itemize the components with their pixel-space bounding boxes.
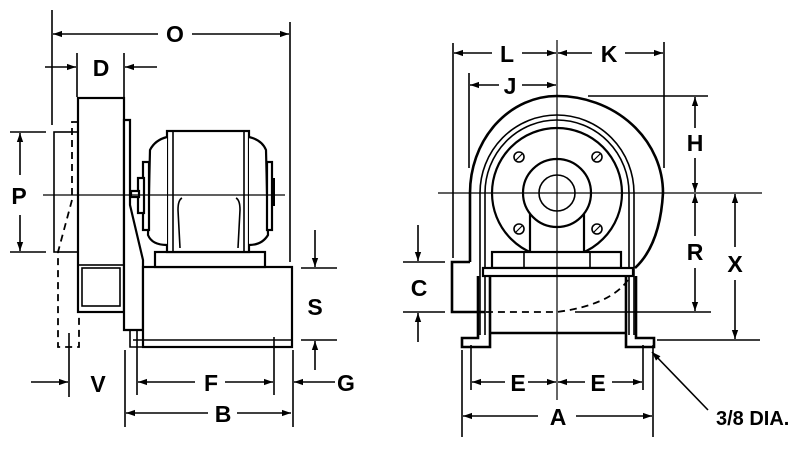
dimension-l: L	[452, 41, 556, 258]
dimension-c: C	[403, 225, 445, 342]
dimension-label-s: S	[307, 294, 322, 320]
dimension-label-g: G	[337, 370, 355, 396]
hole-diameter-note: 3/8 DIA.	[716, 408, 789, 430]
dimension-h: H	[588, 95, 708, 192]
dimension-label-x: X	[727, 251, 743, 277]
dimension-f: F	[136, 330, 275, 396]
dimension-x: X	[657, 194, 760, 341]
dimension-label-l: L	[500, 41, 514, 67]
dimension-e: E E	[470, 345, 644, 396]
dimension-label-h: H	[687, 130, 704, 156]
dimension-label-b: B	[215, 401, 232, 427]
dimension-label-d: D	[93, 55, 110, 81]
side-view-body	[43, 96, 294, 349]
dimension-label-e-right: E	[590, 370, 605, 396]
screw-icons	[513, 151, 603, 235]
dimension-v: V	[31, 333, 106, 397]
dimension-a: A	[461, 345, 654, 437]
dimension-g: G	[292, 350, 355, 427]
side-view: O D P S V	[10, 10, 355, 427]
dimension-s: S	[301, 230, 337, 370]
dimension-label-p: P	[11, 183, 26, 209]
front-view-body	[438, 40, 762, 400]
dimension-label-c: C	[411, 275, 428, 301]
dimension-label-v: V	[90, 371, 106, 397]
dimension-k: K	[558, 41, 665, 168]
dimension-label-r: R	[687, 239, 704, 265]
front-view: L K J H R	[403, 40, 789, 437]
hole-callout: 3/8 DIA.	[651, 351, 789, 430]
dimension-label-k: K	[601, 41, 618, 67]
dimension-p: P	[10, 131, 46, 253]
dimension-j: J	[468, 73, 556, 168]
dimension-label-a: A	[550, 404, 567, 430]
dimension-label-j: J	[504, 73, 517, 99]
dimension-label-f: F	[204, 370, 218, 396]
dimension-b: B	[124, 350, 291, 427]
dimension-label-o: O	[166, 21, 184, 47]
dimension-label-e-left: E	[510, 370, 525, 396]
dimension-d: D	[45, 53, 157, 97]
dimension-r: R	[575, 194, 711, 313]
